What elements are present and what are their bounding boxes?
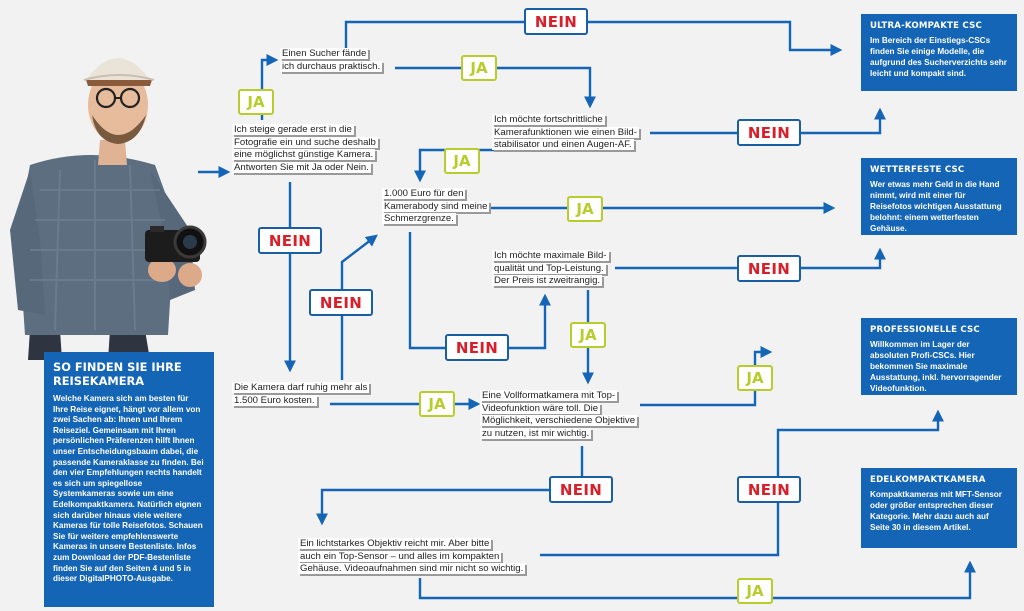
result-edelkompakt: EDELKOMPAKTKAMERA Kompaktkameras mit MFT… <box>861 468 1017 548</box>
nein-label: NEIN <box>258 227 322 254</box>
arrow-bildqualitaet-nein <box>615 247 886 270</box>
arrow-sucher-nein <box>344 20 843 56</box>
question-line: Kamerabody sind meine <box>382 200 490 212</box>
question-line: auch ein Top-Sensor – und alles im kompa… <box>298 550 502 562</box>
question-line: Die Kamera darf ruhig mehr als <box>232 382 370 393</box>
question-budget1500: Die Kamera darf ruhig mehr als 1.500 Eur… <box>232 382 370 407</box>
question-sucher: Einen Sucher fände ich durchaus praktisc… <box>280 48 383 73</box>
result-text: Kompaktkameras mit MFT-Sensor oder größe… <box>870 490 1002 532</box>
result-professionell: PROFESSIONELLE CSC Willkommen im Lager d… <box>861 318 1017 395</box>
question-line: 1.500 Euro kosten. <box>232 394 317 406</box>
info-title-line1: SO FINDEN SIE IHRE <box>53 360 182 374</box>
ja-label: JA <box>567 196 603 222</box>
arrow-vollformat-nein <box>316 446 584 526</box>
info-box: SO FINDEN SIE IHRE REISEKAMERA Welche Ka… <box>44 352 214 607</box>
result-text: Willkommen im Lager der absoluten Profi-… <box>870 340 1002 393</box>
question-line: Kamerafunktionen wie einen Bild- <box>492 126 639 138</box>
arrow-lichtstark-nein <box>540 409 944 557</box>
arrow-budget1500-nein <box>340 234 378 380</box>
result-title: PROFESSIONELLE CSC <box>870 325 980 335</box>
question-line: stabilisator und einen Augen-AF. <box>492 139 634 151</box>
ja-label: JA <box>419 391 455 417</box>
nein-label: NEIN <box>737 255 801 282</box>
result-text: Wer etwas mehr Geld in die Hand nimmt, w… <box>870 180 1002 233</box>
result-title: ULTRA-KOMPAKTE CSC <box>870 21 982 31</box>
question-line: Ich möchte fortschrittliche <box>492 114 605 125</box>
ja-label: JA <box>238 89 274 115</box>
question-line: Eine Vollformatkamera mit Top- <box>480 390 618 401</box>
nein-label: NEIN <box>737 476 801 503</box>
nein-label: NEIN <box>737 119 801 146</box>
question-line: ich durchaus praktisch. <box>280 60 383 72</box>
question-line: Einen Sucher fände <box>280 48 369 59</box>
question-budget1000: 1.000 Euro für den Kamerabody sind meine… <box>382 188 490 226</box>
nein-label: NEIN <box>445 334 509 361</box>
arrow-lichtstark-ja <box>418 560 976 600</box>
arrow-fortschritt-nein <box>650 107 886 135</box>
result-title: WETTERFESTE CSC <box>870 165 965 175</box>
result-text: Im Bereich der Einstiegs-CSCs finden Sie… <box>870 36 1007 78</box>
question-line: eine möglichst günstige Kamera. <box>232 149 376 161</box>
person-photo <box>10 58 207 360</box>
result-wetterfest: WETTERFESTE CSC Wer etwas mehr Geld in d… <box>861 158 1017 235</box>
question-line: zu nutzen, ist mir wichtig. <box>480 427 592 439</box>
ja-label: JA <box>461 55 497 81</box>
question-line: Möglichkeit, verschiedene Objektive <box>480 415 638 427</box>
nein-label: NEIN <box>309 289 373 316</box>
question-bildqualitaet: Ich möchte maximale Bild- qualität und T… <box>492 250 609 288</box>
question-line: Fotografie ein und suche deshalb <box>232 136 378 148</box>
info-box-body: Welche Kamera sich am besten für Ihre Re… <box>53 394 204 584</box>
question-line: qualität und Top-Leistung. <box>492 262 606 274</box>
question-line: 1.000 Euro für den <box>382 188 466 199</box>
result-ultra-kompakt: ULTRA-KOMPAKTE CSC Im Bereich der Einsti… <box>861 14 1017 91</box>
question-start: Ich steige gerade erst in die Fotografie… <box>232 124 378 174</box>
question-line: Antworten Sie mit Ja oder Nein. <box>232 161 371 173</box>
nein-label: NEIN <box>549 476 613 503</box>
question-fortschritt: Ich möchte fortschrittliche Kamerafunkti… <box>492 114 639 152</box>
question-line: Gehäuse. Videoaufnahmen sind mir nicht s… <box>298 563 526 575</box>
question-line: Videofunktion wäre toll. Die <box>480 402 601 414</box>
question-line: Schmerzgrenze. <box>382 213 456 225</box>
info-title-line2: REISEKAMERA <box>53 374 145 388</box>
question-line: Der Preis ist zweitrangig. <box>492 275 603 287</box>
ja-label: JA <box>570 322 606 348</box>
question-vollformat: Eine Vollformatkamera mit Top- Videofunk… <box>480 390 638 440</box>
arrow-sucher-ja <box>395 66 596 109</box>
question-line: Ich steige gerade erst in die <box>232 124 354 135</box>
question-line: Ich möchte maximale Bild- <box>492 250 609 261</box>
nein-label: NEIN <box>524 8 588 35</box>
question-line: Ein lichtstarkes Objektiv reicht mir. Ab… <box>298 538 492 549</box>
ja-label: JA <box>737 365 773 391</box>
question-lichtstark: Ein lichtstarkes Objektiv reicht mir. Ab… <box>298 538 526 576</box>
info-box-title: SO FINDEN SIE IHRE REISEKAMERA <box>53 360 205 388</box>
result-title: EDELKOMPAKTKAMERA <box>870 475 986 485</box>
ja-label: JA <box>444 148 480 174</box>
ja-label: JA <box>737 578 773 604</box>
